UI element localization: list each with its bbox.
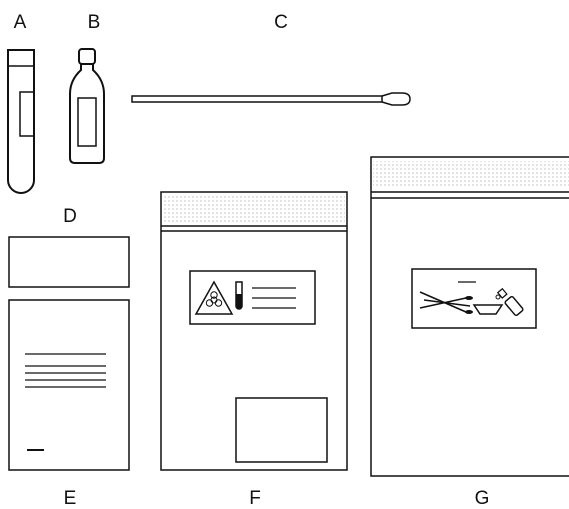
label-b: B bbox=[88, 12, 101, 33]
transport-bag-g bbox=[371, 157, 569, 476]
label-c: C bbox=[274, 12, 288, 33]
contents-label bbox=[412, 269, 536, 328]
label-a: A bbox=[14, 12, 27, 33]
label-g: G bbox=[475, 488, 490, 509]
swab-c bbox=[132, 93, 410, 105]
ampoule-b bbox=[70, 49, 104, 163]
form-e bbox=[9, 300, 129, 470]
specimen-bag-f bbox=[161, 192, 347, 470]
test-tube-icon bbox=[236, 282, 242, 309]
crossed-swabs-icon bbox=[420, 292, 473, 314]
label-e: E bbox=[64, 488, 77, 509]
vial-icon bbox=[496, 289, 524, 316]
label-f: F bbox=[249, 488, 261, 509]
bag-pocket bbox=[236, 398, 327, 462]
biohazard-icon bbox=[196, 282, 232, 314]
card-d bbox=[9, 237, 129, 287]
collection-cup-icon bbox=[474, 305, 502, 314]
label-d: D bbox=[63, 206, 77, 227]
test-tube-a bbox=[8, 50, 34, 193]
